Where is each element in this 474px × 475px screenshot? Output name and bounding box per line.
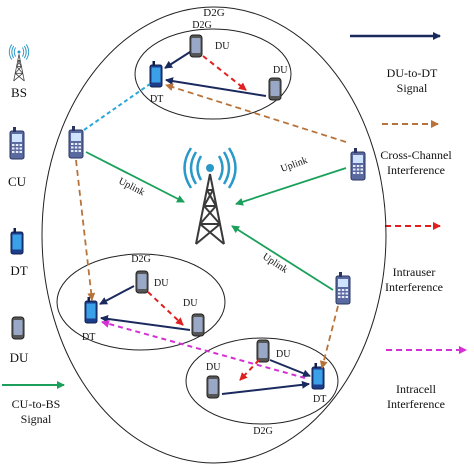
du-phone-icon [256, 339, 270, 363]
du-to-dt-signal [100, 314, 191, 331]
du-to-dt-signal [221, 380, 310, 395]
dt-phone-icon [149, 60, 163, 88]
legend-left: BS CU DT DU CU-to-BS Signal [2, 43, 65, 426]
du-phone-icon [191, 313, 205, 337]
legend-du-to-dt-line2: Signal [397, 81, 428, 95]
legend-cross-channel-line2: Interference [387, 163, 445, 177]
cu-to-bs-signal [235, 167, 347, 206]
cu-phone-icon [68, 125, 84, 159]
du-to-dt-signal [165, 77, 267, 97]
legend-dt-label: DT [10, 263, 27, 278]
group-boundary [134, 28, 292, 120]
dt-label: DT [150, 94, 163, 105]
uplink-label: Uplink [260, 251, 289, 275]
cu-phone-icon [335, 271, 351, 305]
dt-phone-icon [10, 227, 24, 255]
group-label: D2G [131, 254, 150, 265]
legend-intrauser-line1: Intrauser [393, 265, 436, 279]
du-phone-icon [11, 316, 25, 340]
legend-cu-label: CU [8, 174, 27, 189]
dt-label: DT [82, 332, 95, 343]
du-phone-icon [268, 77, 282, 101]
du-label: DU [154, 278, 169, 289]
cross-channel-interference [319, 305, 339, 369]
group-label: D2G [192, 20, 211, 31]
cell-label: D2G [203, 7, 224, 19]
group-boundary [185, 337, 339, 425]
cross-channel-interference [165, 83, 347, 143]
cross-channel-interference [75, 159, 96, 301]
uplink-label: Uplink [279, 155, 309, 175]
du-label: DU [215, 41, 230, 52]
intrauser-interference [202, 55, 247, 91]
legend-intracell-line1: Intracell [396, 382, 437, 396]
intrauser-interference [147, 291, 184, 326]
legend-du-label: DU [10, 350, 29, 365]
tower-icon [8, 43, 30, 82]
d2g-group-bottom: D2G DU DU DT [185, 337, 339, 437]
du-phone-icon [189, 34, 203, 58]
base-station-tower-icon [183, 146, 237, 246]
d2g-group-top: D2G DU DU DT [134, 20, 292, 120]
du-label: DU [183, 298, 198, 309]
legend-cu-to-bs-line2: Signal [21, 412, 52, 426]
du-label: DU [273, 65, 288, 76]
legend-cross-channel-line1: Cross-Channel [380, 148, 452, 162]
cu-phone-icon [350, 147, 366, 181]
legend-right: DU-to-DT Signal Cross-Channel Interferen… [350, 32, 467, 411]
du-to-dt-signal [269, 359, 311, 378]
group-boundary [56, 253, 226, 351]
dt-label: DT [313, 394, 326, 405]
legend-intrauser-line2: Interference [385, 280, 443, 294]
cu-phone-icon [9, 126, 25, 160]
du-to-dt-signal [99, 285, 135, 305]
uplink-label: Uplink [117, 176, 147, 198]
du-label: DU [276, 349, 291, 360]
intrauser-interference [239, 359, 260, 381]
du-to-dt-signal [164, 51, 191, 69]
legend-du-to-dt-line1: DU-to-DT [387, 66, 438, 80]
cu-to-bs-signal [85, 151, 185, 203]
du-phone-icon [206, 375, 220, 399]
dt-phone-icon [84, 296, 98, 324]
du-phone-icon [135, 270, 149, 294]
legend-intracell-line2: Interference [387, 397, 445, 411]
cu-to-bs-signal [231, 225, 334, 291]
intracell-interference [101, 320, 306, 379]
du-label: DU [206, 362, 221, 373]
legend-cu-to-bs-line1: CU-to-BS [12, 397, 61, 411]
legend-bs-label: BS [11, 85, 27, 100]
d2g-group-left: D2G DU DU DT [56, 253, 226, 351]
group-label: D2G [253, 426, 272, 437]
cell-boundary [41, 6, 387, 464]
